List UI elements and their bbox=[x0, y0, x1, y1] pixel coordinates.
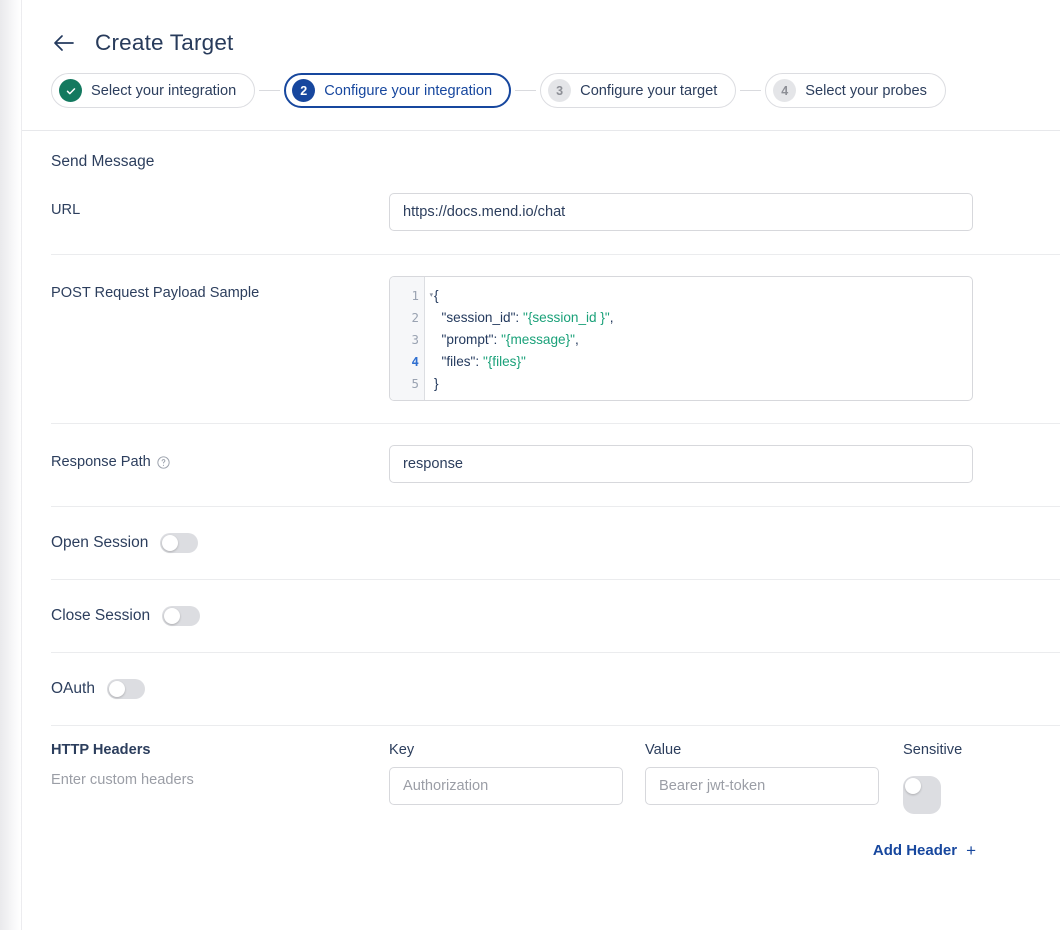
step-separator bbox=[515, 90, 537, 91]
url-row: URL https://docs.mend.io/chat bbox=[22, 193, 1060, 231]
step-configure-your-integration[interactable]: 2 Configure your integration bbox=[284, 73, 512, 108]
page-content: Create Target Select your integration 2 … bbox=[22, 0, 1060, 930]
step-number-badge: 3 bbox=[548, 79, 572, 102]
toggle-knob bbox=[905, 778, 921, 794]
gutter-line: 2 bbox=[411, 309, 419, 325]
code-token-tail: , bbox=[574, 331, 579, 347]
payload-field-wrap: 1 ▾ 2 3 4 5 { "session_id": "{session_id… bbox=[389, 276, 1060, 401]
step-label: Configure your integration bbox=[324, 82, 493, 99]
title-row: Create Target bbox=[22, 30, 1060, 56]
divider-after-payload bbox=[51, 423, 1060, 424]
step-label: Select your integration bbox=[91, 82, 237, 99]
divider-after-response-path bbox=[51, 506, 1060, 507]
payload-label: POST Request Payload Sample bbox=[51, 285, 260, 301]
step-separator bbox=[740, 90, 762, 91]
page-header: Create Target Select your integration 2 … bbox=[22, 0, 1060, 131]
gutter-line-number: 1 bbox=[411, 287, 419, 303]
code-line: "prompt": "{message}", bbox=[434, 328, 972, 350]
step-number-badge: 2 bbox=[292, 79, 316, 102]
header-value-input[interactable]: Bearer jwt-token bbox=[645, 767, 879, 805]
response-path-input[interactable]: response bbox=[389, 445, 973, 483]
http-headers-subtitle: Enter custom headers bbox=[51, 772, 194, 788]
close-session-toggle[interactable] bbox=[162, 606, 201, 626]
header-key-column: Key Authorization bbox=[389, 742, 623, 814]
close-session-label: Close Session bbox=[51, 607, 151, 624]
open-session-label: Open Session bbox=[51, 534, 149, 551]
editor-gutter: 1 ▾ 2 3 4 5 bbox=[390, 277, 434, 400]
editor-code-area[interactable]: { "session_id": "{session_id }", "prompt… bbox=[425, 277, 972, 400]
step-select-your-probes[interactable]: 4 Select your probes bbox=[765, 73, 946, 108]
arrow-left-icon[interactable] bbox=[51, 30, 77, 56]
code-token-key: "prompt": bbox=[434, 331, 502, 347]
oauth-toggle[interactable] bbox=[106, 679, 145, 699]
step-label: Select your probes bbox=[805, 82, 927, 99]
code-token-punct: { bbox=[434, 287, 439, 303]
gutter-line: 3 bbox=[411, 331, 419, 347]
oauth-label: OAuth bbox=[51, 680, 95, 697]
code-line: } bbox=[434, 372, 972, 394]
oauth-row: OAuth bbox=[22, 653, 1060, 725]
code-token-value: "{session_id }" bbox=[523, 309, 610, 325]
header-divider bbox=[22, 130, 1060, 131]
code-line: { bbox=[434, 284, 972, 306]
url-label: URL bbox=[51, 202, 81, 218]
response-path-label-text: Response Path bbox=[51, 454, 151, 470]
step-separator bbox=[259, 90, 281, 91]
code-token-tail: , bbox=[609, 309, 614, 325]
http-headers-title: HTTP Headers bbox=[51, 742, 151, 758]
section-title-send-message: Send Message bbox=[51, 153, 155, 170]
header-value-column: Value Bearer jwt-token bbox=[645, 742, 879, 814]
add-header-label: Add Header bbox=[872, 842, 958, 859]
response-path-row: Response Path response bbox=[22, 445, 1060, 483]
step-label: Configure your target bbox=[580, 82, 718, 99]
http-headers-left: HTTP Headers Enter custom headers bbox=[51, 742, 389, 814]
code-token-value: "{files}" bbox=[482, 353, 526, 369]
url-input[interactable]: https://docs.mend.io/chat bbox=[389, 193, 973, 231]
code-token-key: "files": bbox=[434, 353, 483, 369]
help-circle-icon[interactable] bbox=[157, 455, 170, 469]
step-number-badge: 4 bbox=[773, 79, 797, 102]
response-path-label: Response Path bbox=[51, 445, 389, 470]
divider-after-url bbox=[51, 254, 1060, 255]
code-token-punct: } bbox=[434, 375, 439, 391]
add-header-button[interactable]: Add Header + bbox=[22, 842, 1060, 859]
toggle-knob bbox=[164, 608, 181, 624]
step-select-your-integration[interactable]: Select your integration bbox=[51, 73, 256, 108]
divider-after-open-session bbox=[51, 579, 1060, 580]
code-token-value: "{message}" bbox=[501, 331, 575, 347]
header-value-column-title: Value bbox=[645, 742, 682, 758]
payload-code-editor[interactable]: 1 ▾ 2 3 4 5 { "session_id": "{session_id… bbox=[389, 276, 973, 401]
gutter-line-active: 4 bbox=[411, 353, 419, 369]
http-headers-section: HTTP Headers Enter custom headers Key Au… bbox=[22, 726, 1060, 814]
open-session-row: Open Session bbox=[22, 507, 1060, 579]
gutter-line: 1 ▾ bbox=[390, 284, 434, 306]
divider-after-close-session bbox=[51, 652, 1060, 653]
url-field-wrap: https://docs.mend.io/chat bbox=[389, 193, 1060, 231]
code-line: "files": "{files}" bbox=[434, 350, 972, 372]
chevron-down-icon[interactable]: ▾ bbox=[428, 290, 434, 301]
code-token-key: "session_id": bbox=[434, 309, 523, 325]
code-line: "session_id": "{session_id }", bbox=[434, 306, 972, 328]
plus-icon: + bbox=[966, 841, 976, 860]
payload-row: POST Request Payload Sample 1 ▾ 2 3 4 5 bbox=[22, 276, 1060, 401]
header-key-column-title: Key bbox=[389, 742, 415, 758]
header-key-input[interactable]: Authorization bbox=[389, 767, 623, 805]
collapsed-sidebar-rail bbox=[0, 0, 22, 930]
open-session-toggle[interactable] bbox=[160, 533, 199, 553]
header-sensitive-toggle[interactable] bbox=[903, 776, 941, 814]
toggle-knob bbox=[162, 535, 179, 551]
header-sensitive-column: Sensitive bbox=[903, 742, 1023, 814]
stepper: Select your integration 2 Configure your… bbox=[22, 73, 1060, 108]
step-configure-your-target[interactable]: 3 Configure your target bbox=[540, 73, 737, 108]
step-check-icon bbox=[59, 79, 82, 102]
close-session-row: Close Session bbox=[22, 580, 1060, 652]
divider-after-oauth bbox=[51, 725, 1060, 726]
response-path-field-wrap: response bbox=[389, 445, 1060, 483]
gutter-line: 5 bbox=[411, 375, 419, 391]
page-title: Create Target bbox=[95, 30, 234, 55]
header-sensitive-column-title: Sensitive bbox=[903, 742, 963, 758]
toggle-knob bbox=[108, 681, 125, 697]
